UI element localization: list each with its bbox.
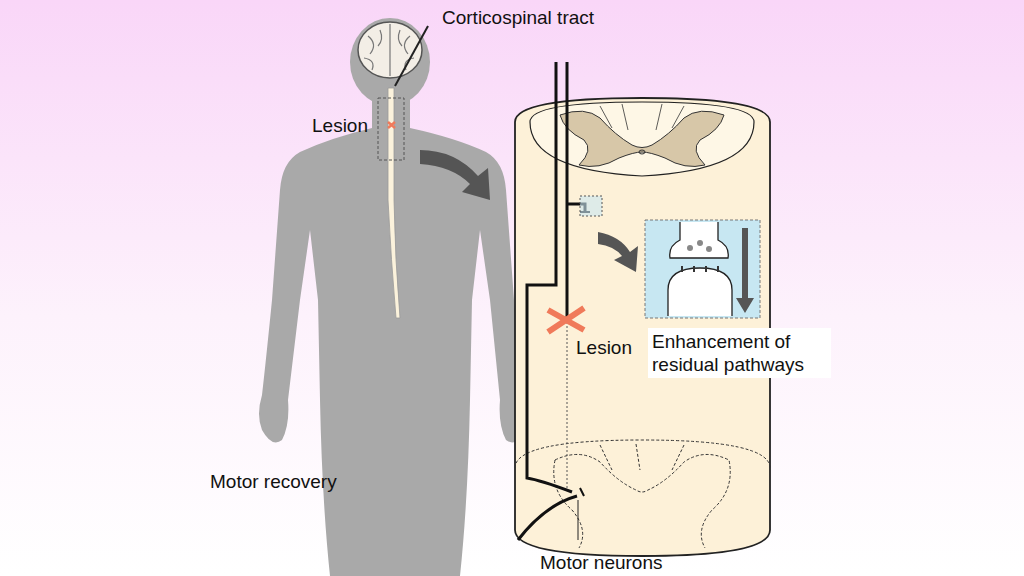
body-silhouette (259, 18, 528, 576)
bottom-lines (600, 444, 684, 470)
synapse-inset (645, 220, 760, 318)
lesion-cross (548, 308, 584, 332)
enhancement-label: Enhancement of residual pathways (648, 328, 831, 378)
brain (358, 22, 422, 78)
neurons-label: Motor neurons (540, 551, 663, 574)
motor-axon (518, 496, 577, 540)
tract-leader (395, 26, 428, 86)
enhancement-arrow (736, 228, 754, 313)
neuron-leader (578, 500, 579, 540)
presynaptic-terminal (670, 222, 729, 258)
vesicle (687, 245, 693, 251)
brain-folds (364, 24, 414, 76)
gray-matter (560, 111, 724, 166)
zoom-arrow (420, 150, 490, 200)
lesioned-axon (566, 62, 569, 318)
spinal-segment (515, 98, 770, 556)
recovery-label: Motor recovery (210, 470, 337, 493)
tract-label: Corticospinal tract (442, 6, 594, 29)
zoom-box (378, 98, 404, 160)
lesion-label: Lesion (312, 114, 368, 137)
corticospinal-axons (518, 62, 585, 540)
vesicle (697, 240, 703, 246)
cross-section-bottom (515, 440, 770, 548)
cross-section-top (530, 102, 754, 176)
central-canal (639, 150, 645, 154)
brain-outline (358, 22, 422, 78)
receptors (682, 266, 718, 272)
postsynaptic-neuron (668, 268, 732, 316)
vesicle (706, 246, 712, 252)
bottom-gray-matter (554, 454, 730, 548)
zoom-arrow (598, 232, 638, 272)
degenerated-axon (567, 318, 568, 490)
lesion-mark (388, 122, 395, 128)
white-matter-lines (600, 104, 684, 130)
residual-axon (527, 62, 572, 492)
spinal-cord (388, 88, 400, 318)
bottom-outline (515, 440, 770, 468)
synapse-box (580, 196, 602, 216)
lesion-label: Lesion (576, 336, 632, 359)
